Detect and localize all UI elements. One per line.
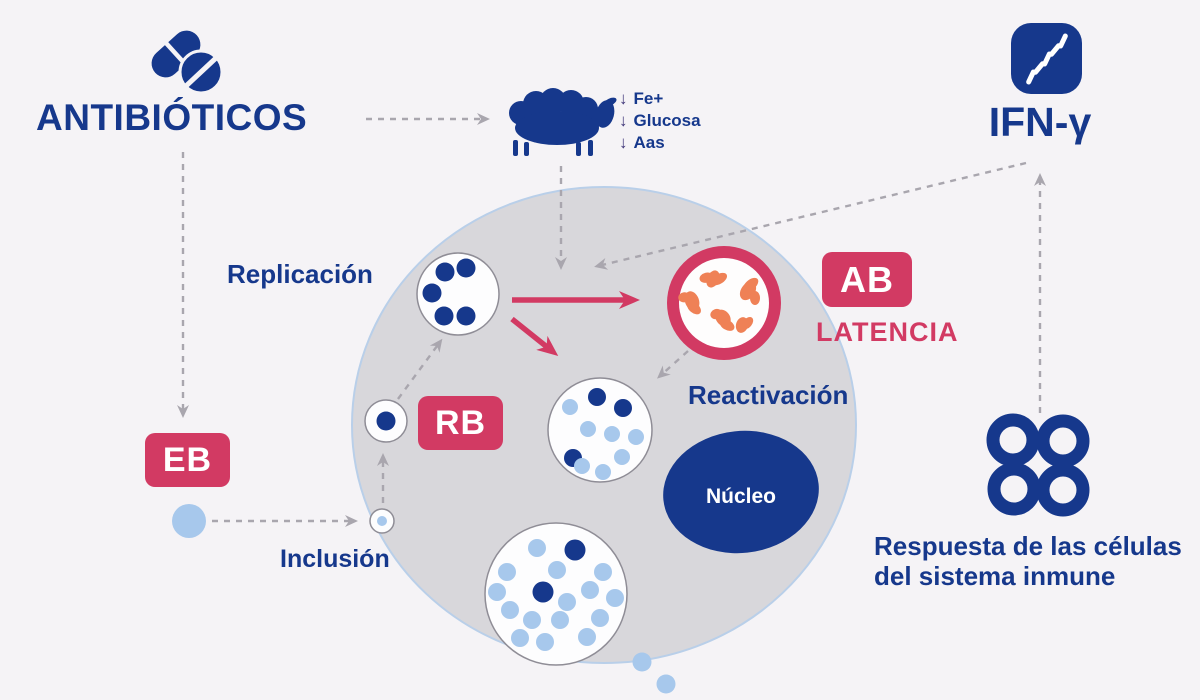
factor-aas: ↓ Aas [619,132,701,154]
pills-icon [151,30,224,95]
rb-badge: RB [418,396,503,450]
down-arrow-icon: ↓ [619,111,628,130]
released-eb-particles [632,652,676,694]
latency-label: LATENCIA [816,317,959,347]
nucleus-label: Núcleo [705,485,776,508]
immune-cells-icon [986,413,1090,517]
factor-glucosa-label: Glucosa [633,111,701,130]
dashed-arrows [177,113,1046,527]
arrow-ifn-to-cell [594,161,1027,270]
eb-badge: EB [145,433,230,487]
inclusion-entry-vesicle [369,508,395,534]
factor-fe: ↓ Fe+ [619,88,701,110]
replication-vacuole [416,252,500,336]
ab-badge: AB [822,252,912,307]
ifn-gamma-title: IFN-γ [988,99,1092,145]
mature-inclusion-vacuole [484,522,628,666]
factor-fe-label: Fe+ [633,89,664,108]
cytokine-coil-icon [1011,23,1082,94]
immune-response-line2: del sistema inmune [874,561,1116,591]
sheep-icon [509,88,617,156]
inclusion-label: Inclusión [280,545,390,573]
rb-vesicle [364,399,408,443]
reactivation-label: Reactivación [688,380,849,410]
replication-label: Replicación [227,259,373,289]
immune-response-line1: Respuesta de las células [874,531,1182,561]
red-arrows [510,291,640,356]
down-arrow-icon: ↓ [619,133,628,152]
antibiotics-title: ANTIBIÓTICOS [36,97,308,138]
nutrient-depletion-list: ↓ Fe+ ↓ Glucosa ↓ Aas [619,88,701,154]
nucleus-shape [663,430,819,554]
factor-aas-label: Aas [633,133,665,152]
factor-glucosa: ↓ Glucosa [619,110,701,132]
immune-response-caption: Respuesta de las células del sistema inm… [874,531,1182,591]
eb-particle [172,504,206,538]
arrow-replication-to-reactivation [510,316,559,356]
ab-vacuole [667,246,781,360]
down-arrow-icon: ↓ [619,89,628,108]
aberrant-bodies [678,270,760,333]
reactivation-vacuole [547,377,653,483]
